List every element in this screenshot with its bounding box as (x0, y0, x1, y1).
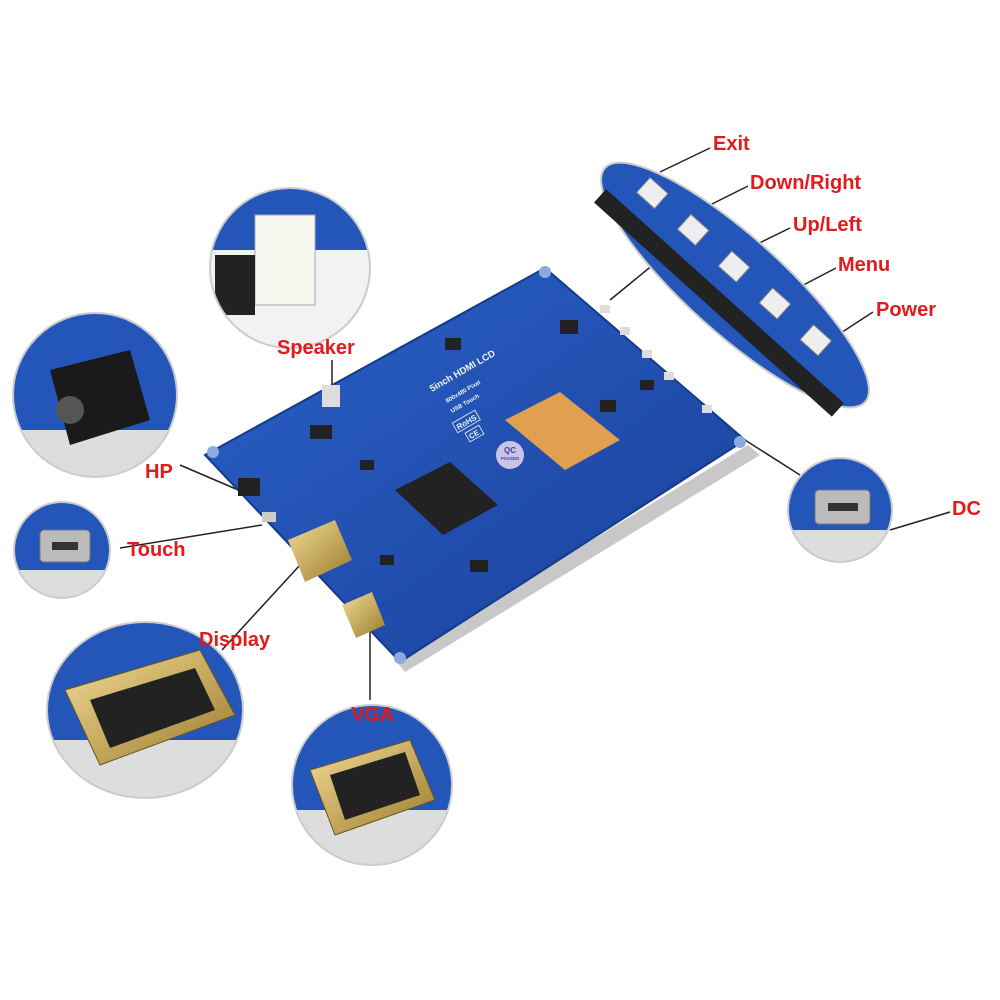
label-up-left: Up/Left (793, 214, 862, 236)
label-dc: DC (952, 498, 981, 520)
lcd-board: 5inch HDMI LCD 800x480 Pixel USB Touch R… (203, 266, 760, 672)
label-exit: Exit (713, 133, 750, 155)
buttons-inset (594, 161, 870, 417)
label-power: Power (876, 299, 937, 321)
label-touch: Touch (127, 539, 186, 561)
label-display: Display (199, 629, 271, 651)
label-hp: HP (145, 461, 173, 483)
dc-inset (787, 457, 893, 563)
label-down-right: Down/Right (750, 172, 862, 194)
vga-inset (291, 704, 453, 866)
label-menu: Menu (838, 254, 891, 276)
leader-lines (119, 147, 951, 700)
headphone-inset (12, 312, 178, 478)
speaker-inset (209, 187, 371, 349)
touch-inset (13, 501, 111, 599)
label-vga: VGA (351, 704, 395, 726)
label-speaker: Speaker (277, 337, 355, 359)
